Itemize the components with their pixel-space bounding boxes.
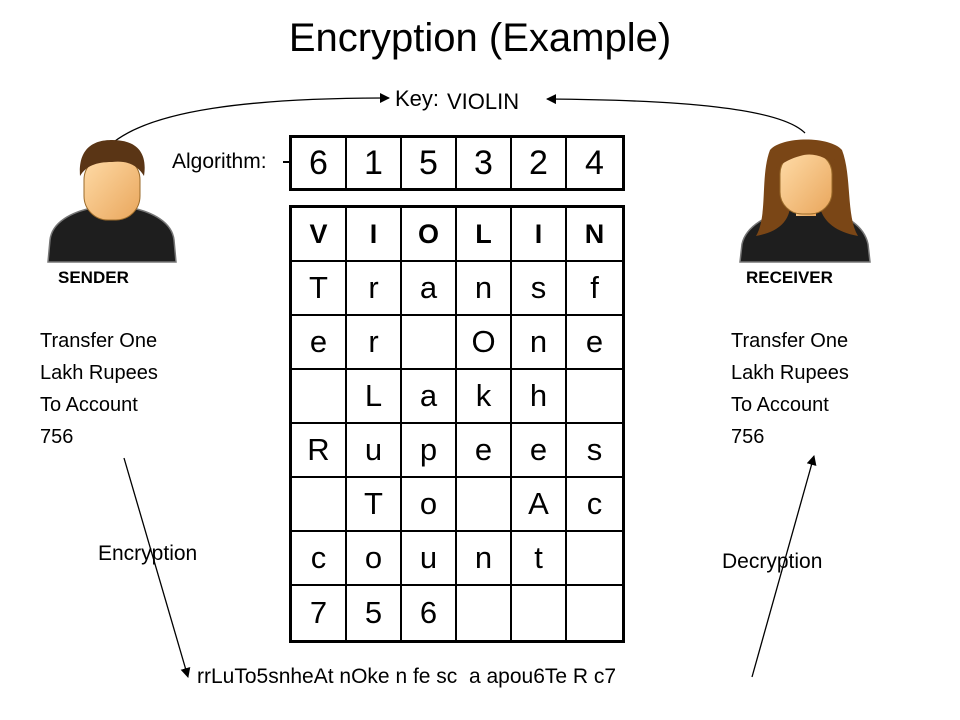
sender-message-line: Lakh Rupees — [40, 362, 158, 384]
key-value: VIOLIN — [447, 89, 520, 114]
table-header-cell: I — [347, 208, 402, 262]
table-header-cell: V — [292, 208, 347, 262]
table-header-cell: N — [567, 208, 622, 262]
table-cell: n — [512, 316, 567, 370]
table-header-cell: L — [457, 208, 512, 262]
table-cell: o — [402, 478, 457, 532]
table-cell: a — [402, 262, 457, 316]
encryption-arrow — [123, 457, 191, 678]
table-cell: u — [402, 532, 457, 586]
algorithm-order-cell: 5 — [402, 138, 457, 188]
sender-message-line: Transfer One — [40, 330, 158, 352]
table-cell — [567, 532, 622, 586]
table-cell: 6 — [402, 586, 457, 640]
decryption-arrow — [751, 455, 817, 678]
table-cell: u — [347, 424, 402, 478]
table-cell — [457, 478, 512, 532]
table-cell — [512, 586, 567, 640]
table-cell: a — [402, 370, 457, 424]
table-cell: O — [457, 316, 512, 370]
algorithm-order-cell: 3 — [457, 138, 512, 188]
table-cell: L — [347, 370, 402, 424]
algorithm-order-grid: 6 1 5 3 2 4 — [289, 135, 625, 191]
receiver-message-line: To Account — [731, 394, 829, 416]
algorithm-order-cell: 4 — [585, 143, 604, 182]
sender-plaintext: Transfer One Lakh Rupees To Account 756 — [40, 325, 158, 453]
male-user-icon — [47, 140, 177, 263]
table-cell: T — [292, 262, 347, 316]
table-cell: e — [457, 424, 512, 478]
table-cell: t — [512, 532, 567, 586]
table-cell: e — [567, 316, 622, 370]
sender-key-arrow — [109, 93, 390, 146]
encryption-label: Encryption — [98, 542, 198, 565]
table-header-cell: O — [402, 208, 457, 262]
receiver-key-arrow — [546, 94, 806, 134]
key-label: Key: — [395, 86, 440, 111]
table-cell: o — [347, 532, 402, 586]
sender-message-line: To Account — [40, 394, 138, 416]
ciphertext: rrLuTo5snheAt nOke n fe sc a apou6Te R c… — [197, 665, 617, 688]
table-cell: r — [347, 316, 402, 370]
table-cell: R — [292, 424, 347, 478]
table-cell: c — [292, 532, 347, 586]
sender-label: SENDER — [58, 268, 129, 287]
table-cell: s — [512, 262, 567, 316]
table-cell: 7 — [292, 586, 347, 640]
table-cell: h — [512, 370, 567, 424]
table-cell: A — [512, 478, 567, 532]
receiver-label: RECEIVER — [746, 268, 833, 287]
table-cell: c — [567, 478, 622, 532]
table-cell: T — [347, 478, 402, 532]
table-cell — [402, 316, 457, 370]
table-header-cell: I — [512, 208, 567, 262]
page-title: Encryption (Example) — [288, 16, 672, 60]
table-cell: f — [567, 262, 622, 316]
algorithm-order-cell: 6 — [292, 138, 347, 188]
table-cell: e — [292, 316, 347, 370]
table-cell: k — [457, 370, 512, 424]
receiver-plaintext: Transfer One Lakh Rupees To Account 756 — [731, 325, 849, 453]
table-cell: 5 — [347, 586, 402, 640]
algorithm-order-cell: 1 — [347, 138, 402, 188]
table-cell — [457, 586, 512, 640]
table-cell: s — [567, 424, 622, 478]
table-cell: n — [457, 262, 512, 316]
algorithm-order-cell: 2 — [512, 138, 567, 188]
table-cell: p — [402, 424, 457, 478]
receiver-message-line: Lakh Rupees — [731, 362, 849, 384]
table-cell — [292, 370, 347, 424]
table-cell — [567, 370, 622, 424]
transposition-table: V I O L I N T r a n s f e r O n e L a k … — [289, 205, 625, 643]
receiver-message-line: Transfer One — [731, 330, 849, 352]
algorithm-label: Algorithm: — [172, 150, 267, 173]
table-cell: r — [347, 262, 402, 316]
female-user-icon — [739, 139, 871, 263]
decryption-label: Decryption — [722, 550, 823, 573]
table-cell: n — [457, 532, 512, 586]
receiver-message-line: 756 — [731, 426, 765, 448]
table-cell — [292, 478, 347, 532]
sender-message-line: 756 — [40, 426, 74, 448]
table-cell: e — [512, 424, 567, 478]
